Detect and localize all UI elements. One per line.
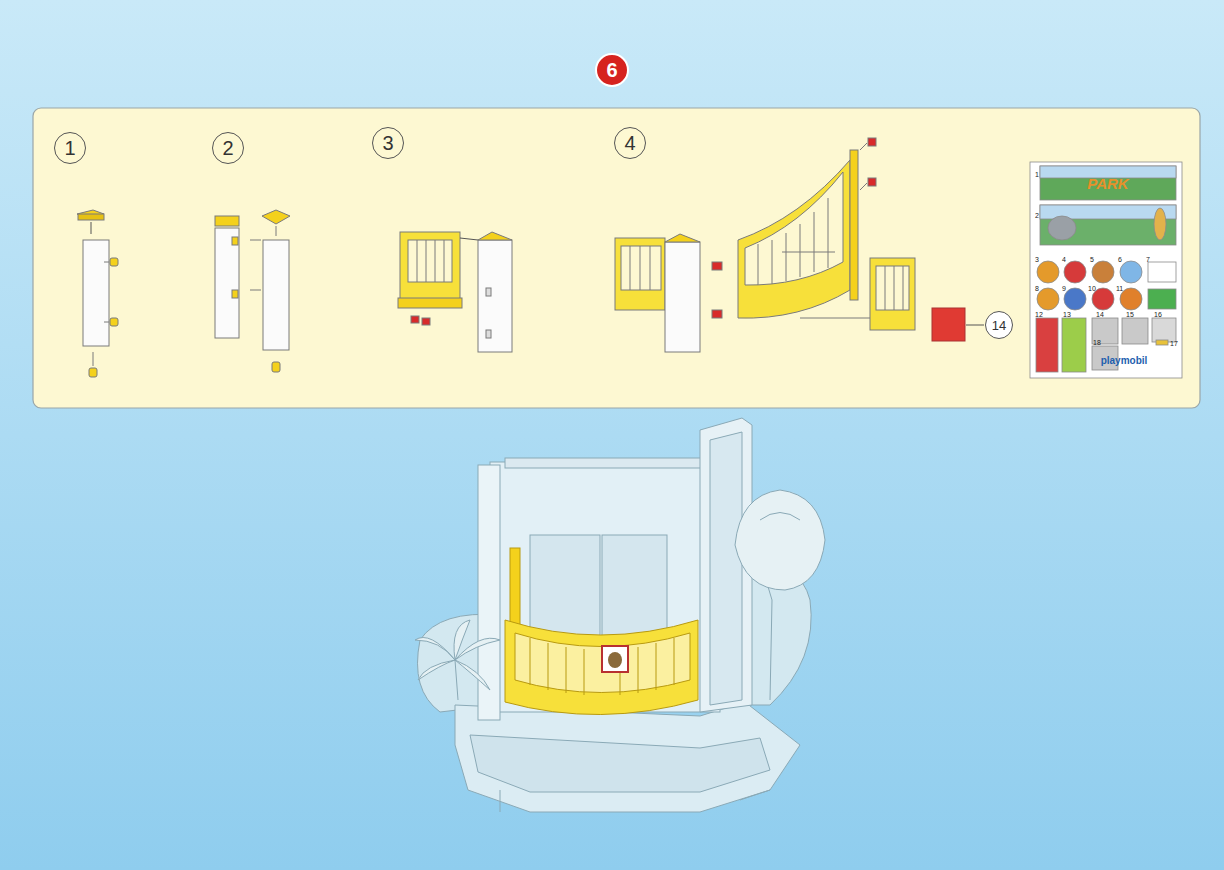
sticker-number: 6 <box>1118 256 1122 263</box>
sticker-number: 5 <box>1090 256 1094 263</box>
sticker-number: 16 <box>1154 311 1162 318</box>
sticker-number: 11 <box>1116 285 1123 292</box>
step-number: 4 <box>614 127 646 159</box>
sticker-number: 15 <box>1126 311 1134 318</box>
step-label: 1 <box>64 138 75 158</box>
step-label: 14 <box>992 319 1006 332</box>
sticker-number: 17 <box>1170 340 1178 347</box>
step1-pillar <box>77 210 118 377</box>
sticker-title: PARK <box>1087 176 1128 191</box>
step2-pillars <box>215 210 290 372</box>
enclosure-illustration <box>415 418 825 812</box>
sticker-number: 1 <box>1035 171 1039 178</box>
callout-number: 14 <box>985 311 1013 339</box>
sticker-sheet <box>1030 162 1182 378</box>
sticker-number: 9 <box>1062 285 1066 292</box>
sticker-number: 3 <box>1035 256 1039 263</box>
sticker-number: 13 <box>1063 311 1071 318</box>
step-label: 3 <box>382 133 393 153</box>
step4-assembly <box>615 138 984 352</box>
step-number: 2 <box>212 132 244 164</box>
page-step-number: 6 <box>595 53 629 87</box>
step-label: 6 <box>606 60 617 80</box>
sticker-number: 10 <box>1088 285 1096 292</box>
step-panel <box>33 108 1200 408</box>
sticker-number: 12 <box>1035 311 1043 318</box>
step-number: 1 <box>54 132 86 164</box>
step-number: 3 <box>372 127 404 159</box>
step-label: 2 <box>222 138 233 158</box>
sticker-number: 8 <box>1035 285 1039 292</box>
sticker-number: 7 <box>1146 256 1150 263</box>
step-label: 4 <box>624 133 635 153</box>
brand-name: playmobil <box>1101 356 1148 366</box>
sticker-number: 18 <box>1093 339 1101 346</box>
sticker-number: 14 <box>1096 311 1104 318</box>
step3-gate <box>398 232 512 352</box>
sticker-number: 2 <box>1035 212 1039 219</box>
sticker-number: 4 <box>1062 256 1066 263</box>
